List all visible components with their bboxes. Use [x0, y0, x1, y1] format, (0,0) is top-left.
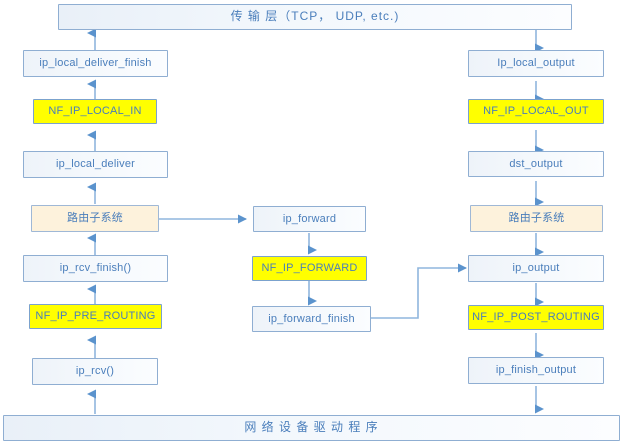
node-ip-local-output[interactable]: Ip_local_output: [468, 50, 604, 77]
node-dst-output[interactable]: dst_output: [468, 151, 604, 177]
node-ip-output[interactable]: ip_output: [468, 255, 604, 282]
node-nf-ip-local-in[interactable]: NF_IP_LOCAL_IN: [33, 99, 157, 124]
node-nf-ip-post-routing[interactable]: NF_IP_POST_ROUTING: [468, 305, 604, 330]
node-ip-finish-output[interactable]: ip_finish_output: [468, 357, 604, 384]
transport-layer-bar: 传 输 层（TCP， UDP, etc.): [58, 4, 572, 30]
node-ip-rcv-finish[interactable]: ip_rcv_finish(): [23, 255, 168, 282]
node-nf-ip-pre-routing[interactable]: NF_IP_PRE_ROUTING: [29, 304, 162, 329]
node-ip-forward[interactable]: ip_forward: [253, 206, 366, 232]
node-routing-subsystem-ingress[interactable]: 路由子系统: [31, 205, 159, 232]
node-nf-ip-local-out[interactable]: NF_IP_LOCAL_OUT: [468, 99, 604, 124]
node-routing-subsystem-egress[interactable]: 路由子系统: [470, 205, 603, 232]
node-ip-rcv[interactable]: ip_rcv(): [32, 358, 158, 385]
node-ip-local-deliver-finish[interactable]: ip_local_deliver_finish: [23, 50, 168, 77]
node-ip-local-deliver[interactable]: ip_local_deliver: [23, 151, 168, 178]
node-nf-ip-forward[interactable]: NF_IP_FORWARD: [252, 256, 367, 281]
device-driver-bar: 网 络 设 备 驱 动 程 序: [3, 415, 620, 441]
node-ip-forward-finish[interactable]: ip_forward_finish: [252, 306, 371, 332]
